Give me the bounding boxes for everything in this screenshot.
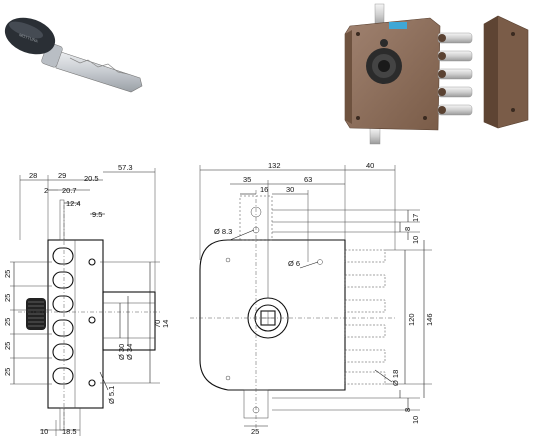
dim-left-25-2: 25 [3, 294, 12, 302]
dim-40: 40 [366, 161, 374, 170]
dim-left-25-4: 25 [3, 342, 12, 350]
lock-photo-icon [344, 3, 529, 145]
dim-70: 70 [153, 320, 162, 328]
dim-63: 63 [304, 175, 312, 184]
dim-dia-8-3: Ø 8.3 [214, 227, 232, 236]
dim-dia-5-1: Ø 5.1 [107, 386, 116, 404]
dim-29: 29 [58, 171, 66, 180]
dim-35: 35 [243, 175, 251, 184]
dim-bottom-18-5: 18.5 [62, 427, 77, 436]
dim-8-top: 8 [403, 227, 412, 231]
key-photo-icon: MOTTURA [4, 17, 143, 93]
dim-left-25-1: 25 [3, 270, 12, 278]
dim-146: 146 [425, 313, 434, 326]
dim-9-5: 9.5 [92, 210, 102, 219]
dim-bottom-10: 10 [40, 427, 48, 436]
dim-28: 28 [29, 171, 37, 180]
dim-20-7: 20.7 [62, 186, 77, 195]
dim-10-top: 10 [411, 236, 420, 244]
dim-2: 2 [44, 186, 48, 195]
dim-dia-34: Ø 34 [125, 344, 134, 360]
front-view-drawing: 132 40 35 63 16 30 Ø 8.3 Ø 6 Ø 18 25 17 … [190, 161, 434, 436]
dim-dia-6: Ø 6 [288, 259, 300, 268]
dim-20-5: 20.5 [84, 174, 99, 183]
key-brand-text: MOTTURA [18, 32, 39, 44]
side-view-drawing: 28 29 57.3 2 20.7 20.5 12.4 9.5 25 25 25… [3, 163, 170, 436]
dim-120: 120 [407, 313, 416, 326]
dim-dia-30: Ø 30 [117, 344, 126, 360]
dim-8-bottom: 8 [403, 408, 412, 412]
dim-14: 14 [161, 320, 170, 328]
dim-dia-18: Ø 18 [391, 370, 400, 386]
dim-10-bottom: 10 [411, 416, 420, 424]
dim-57-3: 57.3 [118, 163, 133, 172]
dim-17: 17 [411, 214, 420, 222]
dim-left-25-5: 25 [3, 368, 12, 376]
dim-left-25-3: 25 [3, 318, 12, 326]
dim-30: 30 [286, 185, 294, 194]
dim-16: 16 [260, 185, 268, 194]
dim-12-4: 12.4 [66, 199, 81, 208]
dim-132: 132 [268, 161, 281, 170]
dim-25-bottom: 25 [251, 427, 259, 436]
